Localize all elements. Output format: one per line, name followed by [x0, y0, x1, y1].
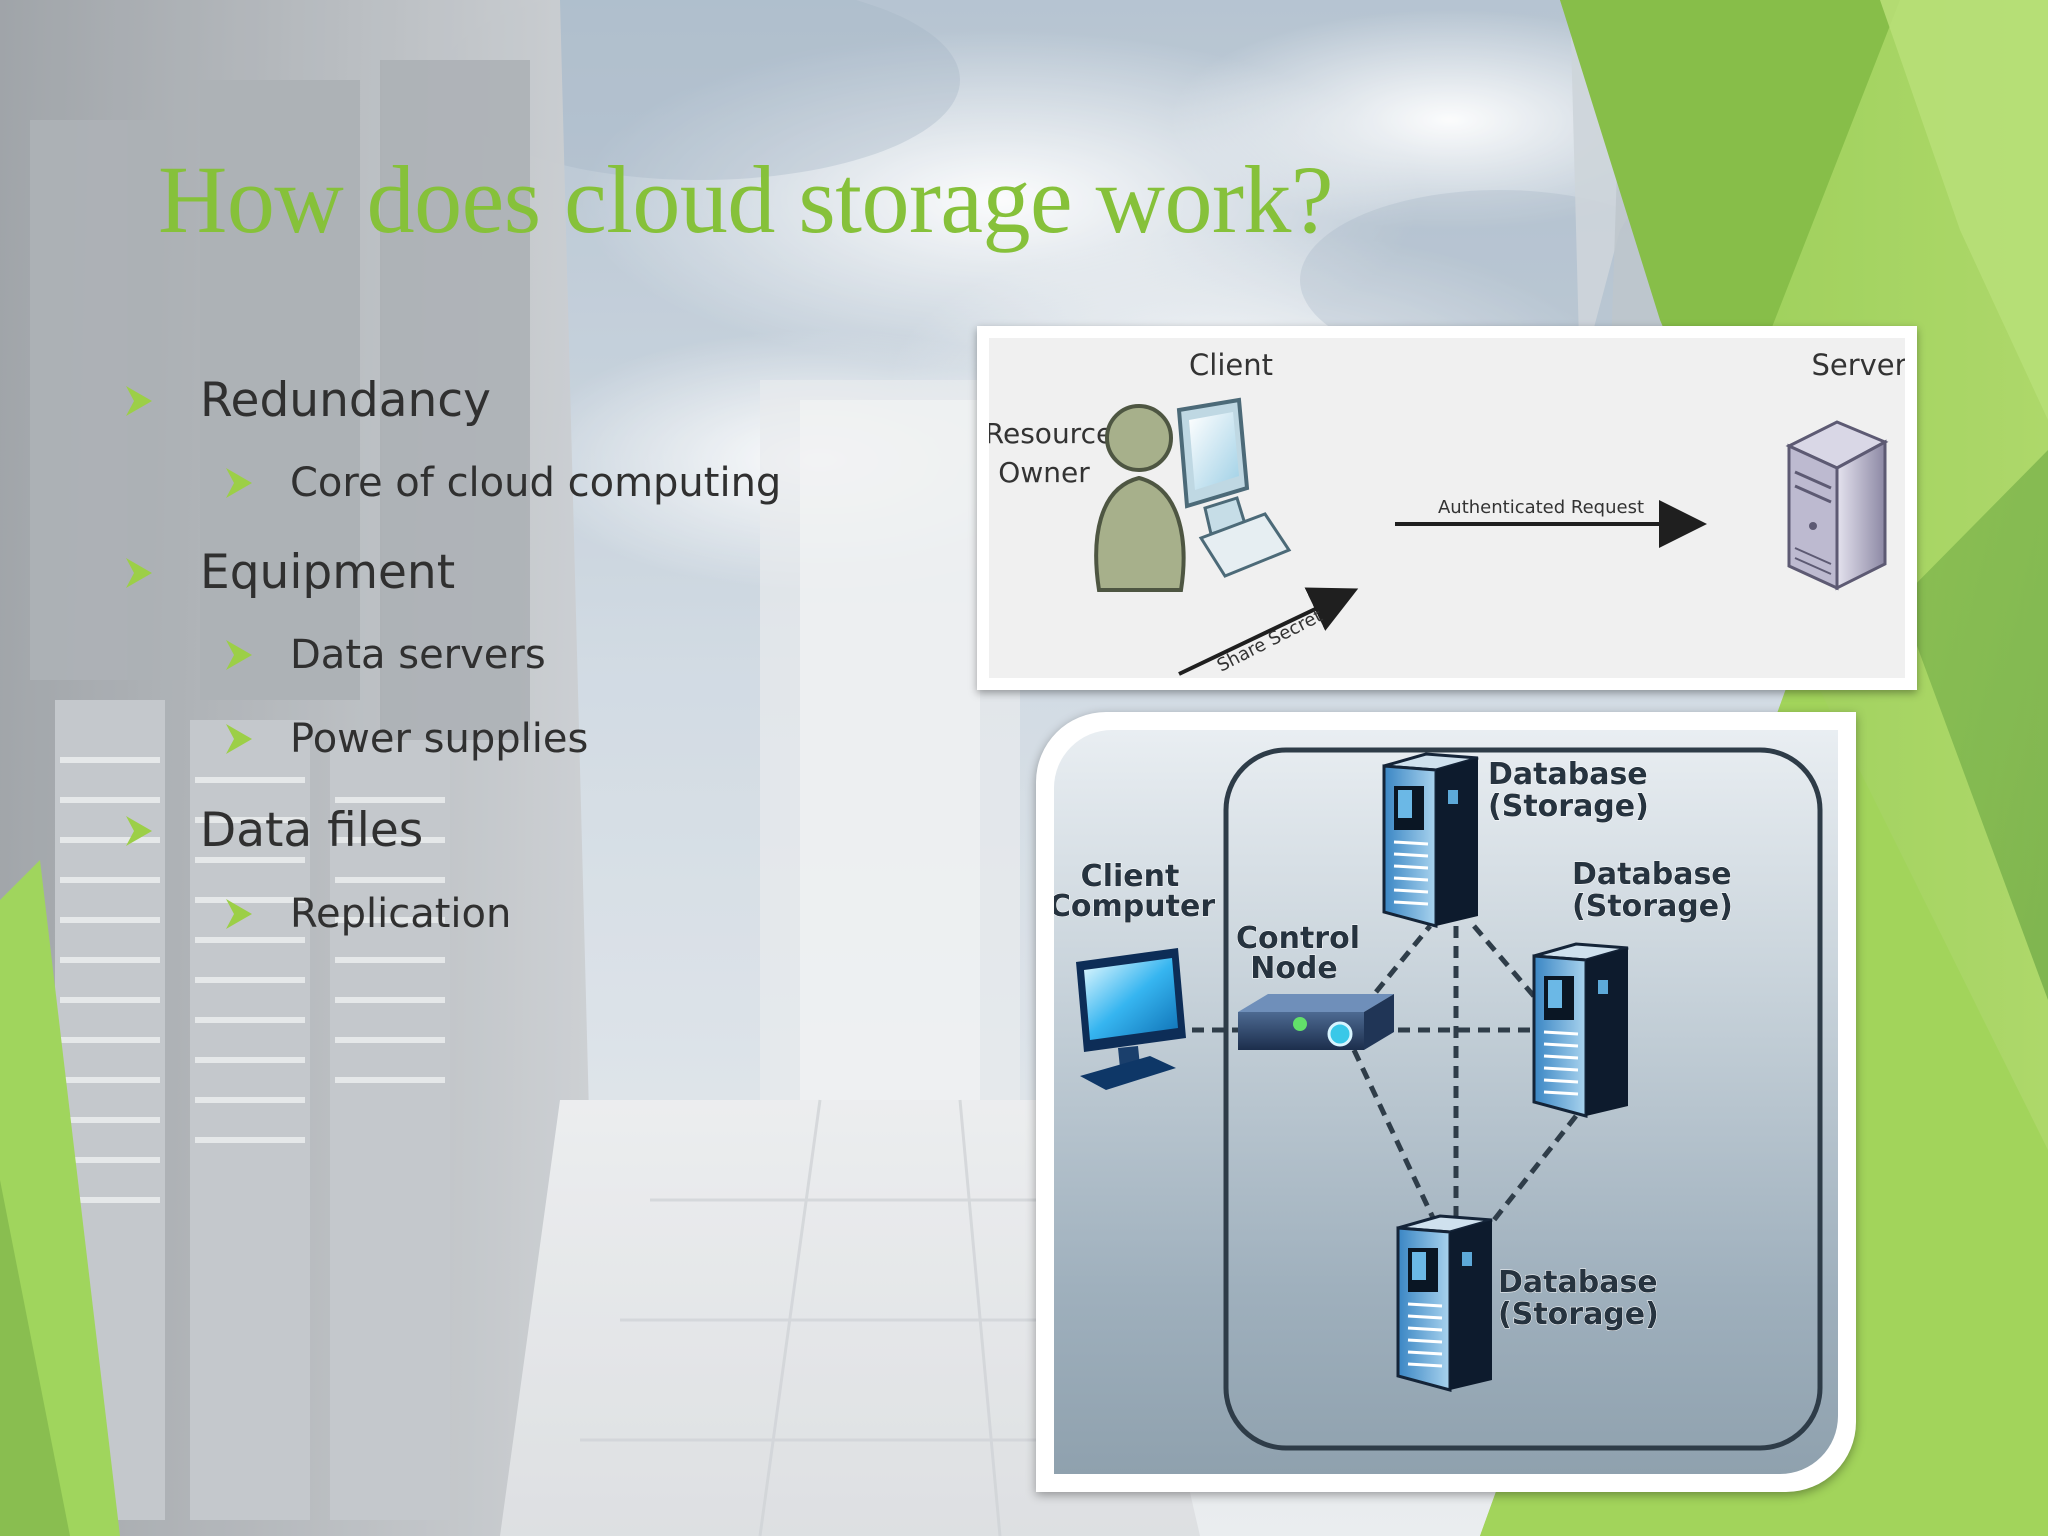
bullet-arrow-icon — [126, 815, 152, 846]
database-top-label-line1: Database — [1488, 757, 1648, 792]
person-icon — [1094, 404, 1186, 592]
bullet-redundancy: Redundancy — [126, 373, 491, 428]
slide-title: How does cloud storage work? — [158, 146, 1334, 253]
authenticated-request-label: Authenticated Request — [1438, 497, 1644, 518]
client-computer-label-line2: Computer — [1054, 889, 1215, 924]
bullet-text: Data files — [200, 803, 424, 858]
computer-icon — [1176, 397, 1292, 578]
bullet-data-files: Data files — [126, 803, 424, 858]
bullet-replication: Replication — [226, 891, 512, 937]
bullet-power-supplies: Power supplies — [226, 716, 589, 762]
share-secret-arrow — [1178, 587, 1359, 676]
bullet-data-servers: Data servers — [226, 632, 546, 678]
resource-owner-label-line2: Owner — [998, 456, 1090, 489]
control-node-icon — [1238, 994, 1394, 1050]
control-node-label-line1: Control — [1236, 921, 1360, 956]
bullet-text: Equipment — [200, 545, 456, 600]
share-secret-label: Share Secret — [1214, 605, 1326, 676]
bullet-arrow-icon — [226, 724, 252, 754]
bullet-arrow-icon — [126, 385, 152, 416]
database-top-label-line2: (Storage) — [1488, 789, 1649, 824]
bullet-text: Redundancy — [200, 373, 491, 428]
network-links — [1192, 924, 1578, 1222]
auth-diagram: Client Server Resource Owner Authenticat… — [989, 348, 1905, 676]
bullet-arrow-icon — [226, 640, 252, 670]
bullet-list: Redundancy Core of cloud computing Equip… — [0, 0, 1000, 1000]
cloud-boundary — [1223, 747, 1823, 1451]
client-label: Client — [1189, 348, 1273, 382]
control-node-label-line2: Node — [1250, 951, 1338, 986]
server-icon — [1785, 420, 1889, 591]
bullet-arrow-icon — [126, 557, 152, 588]
client-computer-label-line1: Client — [1081, 859, 1180, 894]
bullet-text: Data servers — [290, 632, 546, 678]
storage-network-diagram: Client Computer Control Node Database (S… — [1054, 747, 1823, 1451]
bullet-text: Replication — [290, 891, 512, 937]
bullet-text: Power supplies — [290, 716, 589, 762]
bullet-arrow-icon — [226, 468, 252, 498]
database-server-icon-top — [1382, 752, 1479, 928]
auth-diagram-figure: Client Server Resource Owner Authenticat… — [977, 326, 1917, 690]
database-server-icon-bottom — [1396, 1214, 1493, 1392]
database-server-icon-right — [1532, 942, 1629, 1118]
database-bottom-label-line1: Database — [1498, 1265, 1658, 1300]
database-right-label-line2: (Storage) — [1572, 889, 1733, 924]
bullet-text: Core of cloud computing — [290, 460, 782, 506]
server-label: Server — [1811, 348, 1905, 382]
bullet-arrow-icon — [226, 899, 252, 929]
storage-network-figure: Client Computer Control Node Database (S… — [1036, 712, 1856, 1492]
database-bottom-label-line2: (Storage) — [1498, 1297, 1659, 1332]
resource-owner-label-line1: Resource — [989, 417, 1113, 450]
client-computer-icon — [1076, 948, 1186, 1090]
bullet-equipment: Equipment — [126, 545, 456, 600]
bullet-core-of-cloud-computing: Core of cloud computing — [226, 460, 782, 506]
database-right-label-line1: Database — [1572, 857, 1732, 892]
